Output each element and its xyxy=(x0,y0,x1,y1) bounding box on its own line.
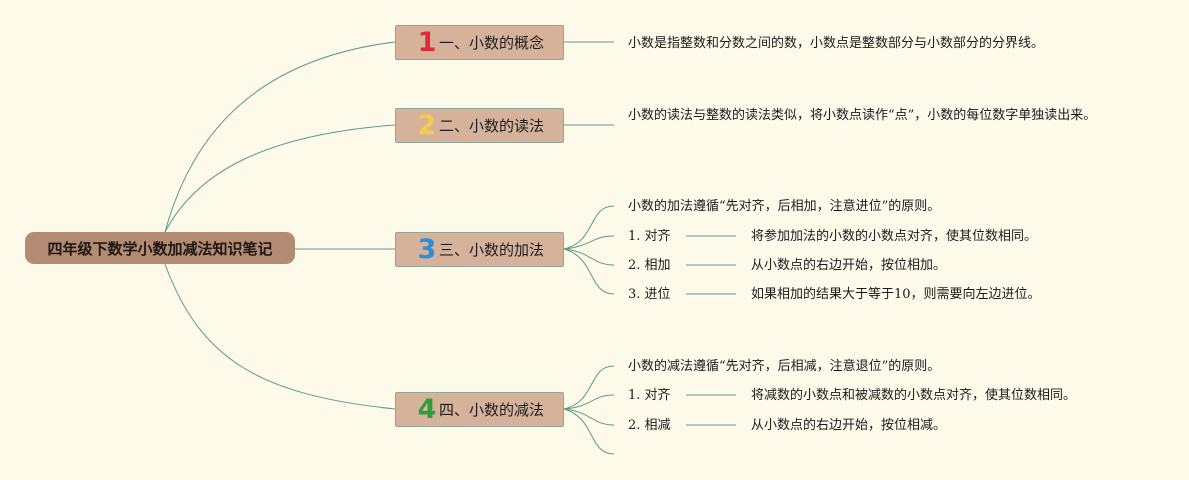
subtraction-step-detail: 从小数点的右边开始，按位相减。 xyxy=(751,418,947,433)
connector-topic4-step1 xyxy=(563,394,615,410)
addition-rule: 小数的加法遵循“先对齐，后相加，注意进位”的原则。 xyxy=(628,199,941,214)
subtraction-step-label: 1. 对齐 xyxy=(628,388,671,403)
connector-root-topic2 xyxy=(164,124,396,233)
addition-step-label: 2. 相加 xyxy=(628,258,671,273)
number-1-icon: 1 xyxy=(417,27,437,58)
topic-label: 一、小数的概念 xyxy=(439,34,545,52)
reading-text: 小数的读法与整数的读法类似，将小数点读作“点”，小数的每位数字单独读出来。 xyxy=(628,108,1097,123)
topic-addition[interactable]: 3 三、小数的加法 xyxy=(395,232,564,267)
connector-topic4-empty xyxy=(563,408,615,455)
topic-subtraction[interactable]: 4 四、小数的减法 xyxy=(395,392,564,427)
topic-concept[interactable]: 1 一、小数的概念 xyxy=(395,25,564,60)
connector-topic4-step2 xyxy=(563,408,615,426)
subtraction-step-detail: 将减数的小数点和被减数的小数点对齐，使其位数相同。 xyxy=(751,388,1077,403)
connector-topic3-step2 xyxy=(563,248,615,266)
connector-topic3-rule xyxy=(563,205,615,250)
concept-text: 小数是指整数和分数之间的数，小数点是整数部分与小数部分的分界线。 xyxy=(628,36,1045,51)
number-4-icon: 4 xyxy=(417,394,437,425)
addition-step-label: 3. 进位 xyxy=(628,287,671,302)
number-2-icon: 2 xyxy=(417,110,437,141)
subtraction-rule: 小数的减法遵循“先对齐，后相减，注意退位”的原则。 xyxy=(628,359,941,374)
topic-label: 四、小数的减法 xyxy=(439,401,545,419)
connector-topic4-rule xyxy=(563,365,615,410)
topic-label: 二、小数的读法 xyxy=(439,117,545,135)
connector-root-topic1 xyxy=(164,41,396,233)
connector-topic3-step3 xyxy=(563,248,615,295)
subtraction-step-label: 2. 相减 xyxy=(628,418,671,433)
addition-step-label: 1. 对齐 xyxy=(628,229,671,244)
topic-label: 三、小数的加法 xyxy=(439,241,545,259)
addition-step-detail: 如果相加的结果大于等于10，则需要向左边进位。 xyxy=(751,287,1041,302)
addition-step-detail: 从小数点的右边开始，按位相加。 xyxy=(751,258,947,273)
connector-topic3-step1 xyxy=(563,235,615,250)
number-3-icon: 3 xyxy=(417,234,437,265)
connector-root-topic4 xyxy=(164,263,396,410)
root-label: 四年级下数学小数加减法知识笔记 xyxy=(47,239,273,258)
addition-step-detail: 将参加加法的小数的小数点对齐，使其位数相同。 xyxy=(751,229,1038,244)
topic-reading[interactable]: 2 二、小数的读法 xyxy=(395,108,564,143)
root-node[interactable]: 四年级下数学小数加减法知识笔记 xyxy=(25,232,295,264)
